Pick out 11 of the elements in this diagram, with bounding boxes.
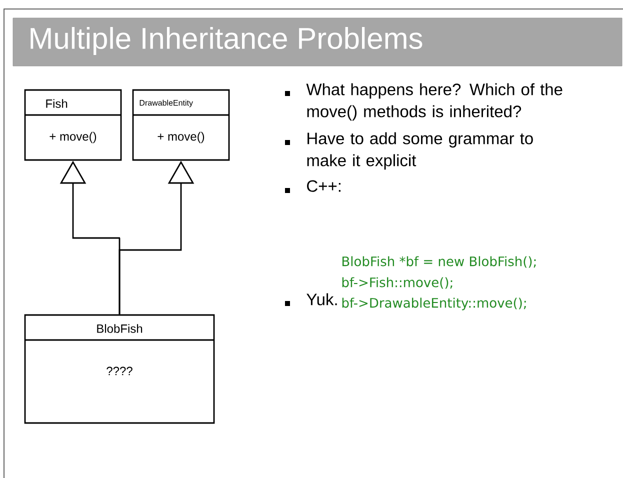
code-line: bf->Fish::move(); <box>342 277 452 289</box>
code-line: bf->DrawableEntity::move(); <box>342 298 526 310</box>
class-box: Fish + move() <box>24 89 122 161</box>
bullet-text: Yuk. <box>306 293 337 306</box>
title-bar: Multiple Inheritance Problems <box>12 18 622 66</box>
class-box: BlobFish ???? <box>24 314 215 424</box>
bullet-text: Have to add some grammar to make it explicit <box>307 132 533 170</box>
code-line: BlobFish *bf = new BlobFish(); <box>342 256 536 268</box>
bullet-text: C++: <box>307 180 340 192</box>
class-box: DrawableEntity + move() <box>132 89 230 161</box>
bullet-text: What happens here? Which of the move() methods is inherited? <box>306 83 562 121</box>
